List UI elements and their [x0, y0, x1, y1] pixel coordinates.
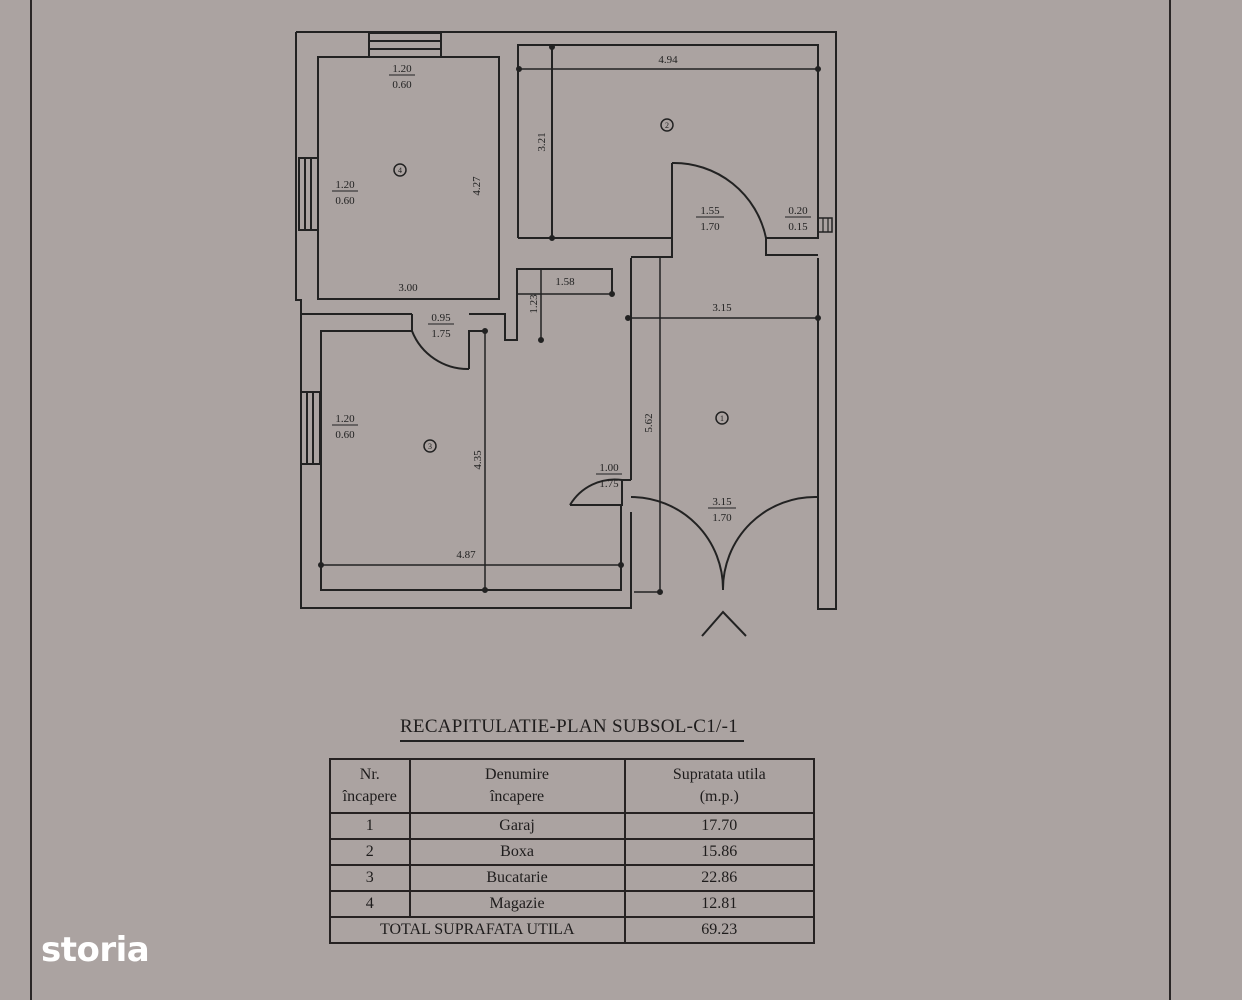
opening-garage-door-w: 3.15 [712, 496, 732, 508]
row-area: 22.86 [623, 864, 816, 892]
header-area-line1: Supratata utila [672, 766, 766, 783]
opening-vent-h: 0.15 [788, 221, 808, 233]
dim-hall-width: 1.58 [555, 276, 575, 288]
header-name-line2: încapere [489, 788, 545, 805]
room-1-walls [625, 258, 821, 637]
opening-garage-door-h: 1.70 [712, 512, 732, 524]
row-name: Bucatarie [408, 864, 626, 892]
row-nr: 3 [329, 864, 411, 892]
door-hall-room1 [569, 478, 631, 506]
dim-room2-height: 3.21 [536, 132, 548, 151]
summary-title: RECAPITULATIE-PLAN SUBSOL-C1/-1 [399, 716, 745, 742]
opening-labels: 1.20 0.60 1.20 0.60 1.20 0.60 1.55 1.70 … [335, 63, 808, 524]
opening-door-room3-h: 1.75 [431, 328, 451, 340]
dim-room1-height: 5.62 [643, 413, 655, 432]
room-number-2: 2 [665, 121, 669, 130]
row-nr: 1 [329, 812, 411, 840]
opening-window-top-w: 1.20 [392, 63, 412, 75]
outer-walls [295, 31, 837, 610]
total-value: 69.23 [623, 916, 816, 944]
room-number-3: 3 [428, 442, 432, 451]
table-total-row: TOTAL SUPRAFATA UTILA 69.23 [329, 916, 816, 944]
table-row: 4 Magazie 12.81 [329, 890, 816, 918]
opening-door-hall-w: 1.00 [599, 462, 619, 474]
room-markers [393, 118, 729, 453]
table-header-row: Nr. încapere Denumire încapere Supratata… [329, 758, 816, 814]
header-name-line1: Denumire [485, 766, 550, 783]
page-edge-left [30, 0, 32, 1000]
row-name: Magazie [408, 890, 626, 918]
row-area: 17.70 [623, 812, 816, 840]
opening-door-room3-w: 0.95 [431, 312, 451, 324]
row-name: Garaj [408, 812, 626, 840]
table-row: 1 Garaj 17.70 [329, 812, 816, 840]
opening-door-room2-w: 1.55 [700, 205, 720, 217]
window-room4-left [298, 157, 319, 231]
row-nr: 2 [329, 838, 411, 866]
row-area: 12.81 [623, 890, 816, 918]
window-top [368, 32, 442, 58]
opening-window-room4-w: 1.20 [335, 179, 355, 191]
dimension-labels: 3.00 4.27 4.94 3.21 1.58 1.23 3.15 5.62 … [398, 54, 732, 561]
dim-room4-width: 3.00 [398, 282, 418, 294]
header-area: Supratata utila (m.p.) [623, 758, 816, 814]
dim-room3-width: 4.87 [456, 549, 476, 561]
opening-window-room4-h: 0.60 [335, 195, 355, 207]
hall [517, 269, 615, 343]
dim-room3-height: 4.35 [472, 450, 484, 470]
window-room3-left [300, 391, 321, 465]
opening-vent-w: 0.20 [788, 205, 808, 217]
row-nr: 4 [329, 890, 411, 918]
room-number-4: 4 [398, 166, 402, 175]
dim-room4-height: 4.27 [471, 176, 483, 196]
opening-door-hall-h: 1.75 [599, 478, 619, 490]
header-name: Denumire încapere [408, 758, 626, 814]
opening-window-room3-h: 0.60 [335, 429, 355, 441]
summary-title-block: RECAPITULATIE-PLAN SUBSOL-C1/-1 [330, 716, 814, 742]
storia-watermark-logo: storia [41, 930, 150, 970]
header-number: Nr. încapere [329, 758, 411, 814]
opening-window-top-h: 0.60 [392, 79, 412, 91]
room-number-1: 1 [720, 414, 724, 423]
page-edge-right [1169, 0, 1171, 1000]
opening-window-room3-w: 1.20 [335, 413, 355, 425]
total-label: TOTAL SUPRAFATA UTILA [329, 916, 626, 944]
row-name: Boxa [408, 838, 626, 866]
dim-room1-width: 3.15 [712, 302, 732, 314]
dim-hall-height: 1.23 [528, 294, 540, 314]
header-number-line1: Nr. [359, 766, 380, 783]
row-area: 15.86 [623, 838, 816, 866]
header-area-line2: (m.p.) [699, 788, 739, 805]
fraction-bars [332, 74, 811, 509]
room-2-walls [516, 44, 833, 258]
table-row: 2 Boxa 15.86 [329, 838, 816, 866]
table-row: 3 Bucatarie 22.86 [329, 864, 816, 892]
room-3-walls [318, 314, 624, 593]
header-number-line2: încapere [342, 788, 397, 805]
summary-table: Nr. încapere Denumire încapere Supratata… [329, 758, 816, 944]
dim-room2-width: 4.94 [658, 54, 678, 66]
opening-door-room2-h: 1.70 [700, 221, 720, 233]
floor-plan: 4 2 3 1 3.00 4.27 4.94 3.21 1.58 1.23 3.… [295, 31, 837, 637]
